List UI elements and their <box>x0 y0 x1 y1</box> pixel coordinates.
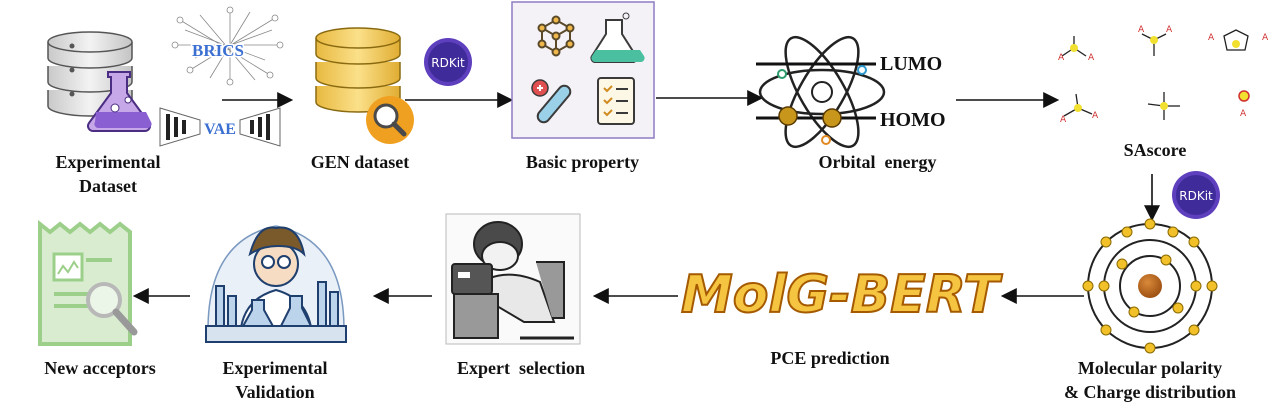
svg-text:A: A <box>1208 33 1215 43</box>
new-acceptors-label: New acceptors <box>44 358 156 378</box>
svg-text:RDKit: RDKit <box>431 56 465 70</box>
electrons <box>777 65 867 145</box>
homo-label: HOMO <box>880 109 946 131</box>
charge-distribution-atom-icon <box>1082 218 1218 354</box>
molecular-polarity-label: Molecular polarity & Charge distribution <box>1063 358 1236 402</box>
gen-dataset-label: GEN dataset <box>310 152 410 172</box>
magnifier-search-icon <box>366 96 414 144</box>
experimental-dataset-label-line2: Dataset <box>79 176 137 196</box>
thermometer-icon <box>531 79 572 124</box>
receipt-analysis-icon <box>38 219 138 346</box>
expert-at-computer-icon <box>445 213 581 345</box>
scientist-lab-icon <box>205 225 347 343</box>
orbital-energy-label: Orbital energy <box>818 152 937 172</box>
expert-selection-label: Expert selection <box>457 358 585 378</box>
brics-label: BRICS <box>192 41 244 60</box>
experimental-dataset-label: Experimental Dataset <box>38 150 178 198</box>
svg-text:A: A <box>1088 53 1095 63</box>
gen-database-icon <box>315 27 401 113</box>
report-checklist-icon <box>597 77 635 125</box>
experimental-dataset-label-line1: Experimental <box>55 152 161 172</box>
rdkit-badge-top: RDKit <box>424 38 472 86</box>
vae-label: VAE <box>204 121 236 138</box>
svg-text:A: A <box>1138 25 1145 35</box>
svg-text:A: A <box>1262 33 1269 43</box>
atom-orbital-icon <box>758 35 886 149</box>
svg-text:A: A <box>1058 53 1065 63</box>
pce-prediction-label: PCE prediction <box>770 348 890 368</box>
lumo-label: LUMO <box>880 53 942 75</box>
experimental-validation-label: Experimental Validation <box>222 358 328 402</box>
svg-text:A: A <box>1092 111 1099 121</box>
sascore-molecules-graphic: A A A A A A A A A <box>1058 25 1269 125</box>
chemistry-flask-icon <box>590 12 645 64</box>
flask-icon <box>87 71 152 132</box>
sascore-label: SAscore <box>1123 140 1187 160</box>
brics-network-graphic <box>171 6 284 86</box>
molgbert-wordart: MolG-BERT <box>681 265 1002 325</box>
energy-level-lines <box>756 62 876 120</box>
svg-text:A: A <box>1166 25 1173 35</box>
molecule-cube-icon <box>537 15 575 57</box>
svg-text:A: A <box>1240 109 1247 119</box>
svg-text:RDKit: RDKit <box>1179 189 1213 203</box>
svg-text:A: A <box>1060 115 1067 125</box>
rdkit-badge-right: RDKit <box>1172 171 1220 219</box>
vae-network-graphic <box>159 107 281 147</box>
basic-property-label: Basic property <box>525 152 640 172</box>
